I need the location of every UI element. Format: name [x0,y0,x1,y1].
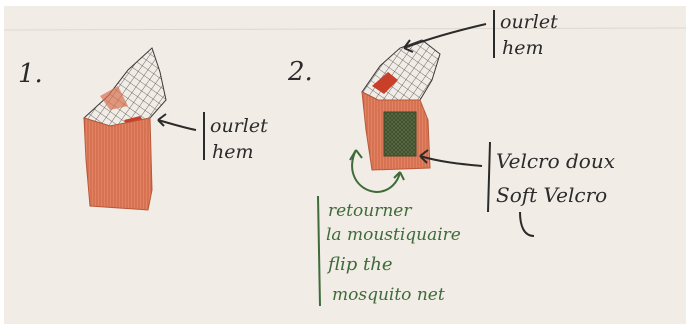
velcro-en: Soft Velcro [496,183,607,207]
velcro-fr: Velcro doux [496,149,615,173]
step2-hem-en: hem [502,37,544,59]
step1-hem-en: hem [212,141,254,163]
step1-fabric [84,118,152,210]
step2-velcro-patch [384,112,416,156]
step2-hem-fr: ourlet [500,11,558,33]
step1-number: 1. [18,59,43,89]
instruction-line3: flip the [326,254,393,275]
step2-number: 2. [287,57,313,87]
instruction-line2: la moustiquaire [326,225,461,245]
step1-hem-fr: ourlet [210,115,268,137]
instruction-line1: retourner [328,201,412,221]
instruction-line4: mosquito net [332,285,445,305]
